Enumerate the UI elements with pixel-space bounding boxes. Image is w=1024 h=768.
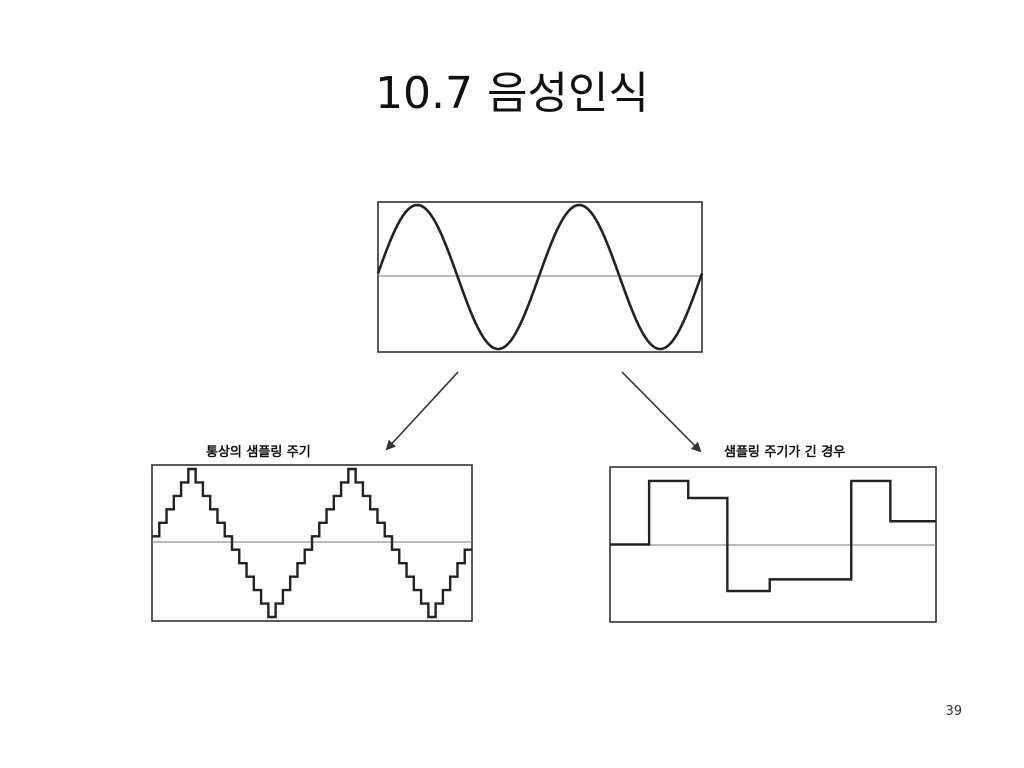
arrow-to-long-sampling — [621, 371, 702, 453]
original-wave-panel — [376, 201, 704, 353]
label-long-sampling: 샘플링 주기가 긴 경우 — [724, 444, 845, 460]
normal-sampling-frame — [151, 464, 473, 622]
long-sampling-staircase — [610, 479, 936, 593]
normal-sampling-staircase — [152, 467, 472, 619]
page-number: 39 — [945, 704, 962, 719]
label-normal-sampling: 통상의 샘플링 주기 — [206, 444, 311, 460]
long-sampling-panel — [609, 466, 937, 623]
arrow-to-normal-sampling — [385, 371, 459, 451]
original-sine-wave — [376, 203, 704, 351]
slide-title: 10.7 음성인식 — [375, 68, 649, 119]
normal-sampling-panel — [151, 464, 473, 622]
